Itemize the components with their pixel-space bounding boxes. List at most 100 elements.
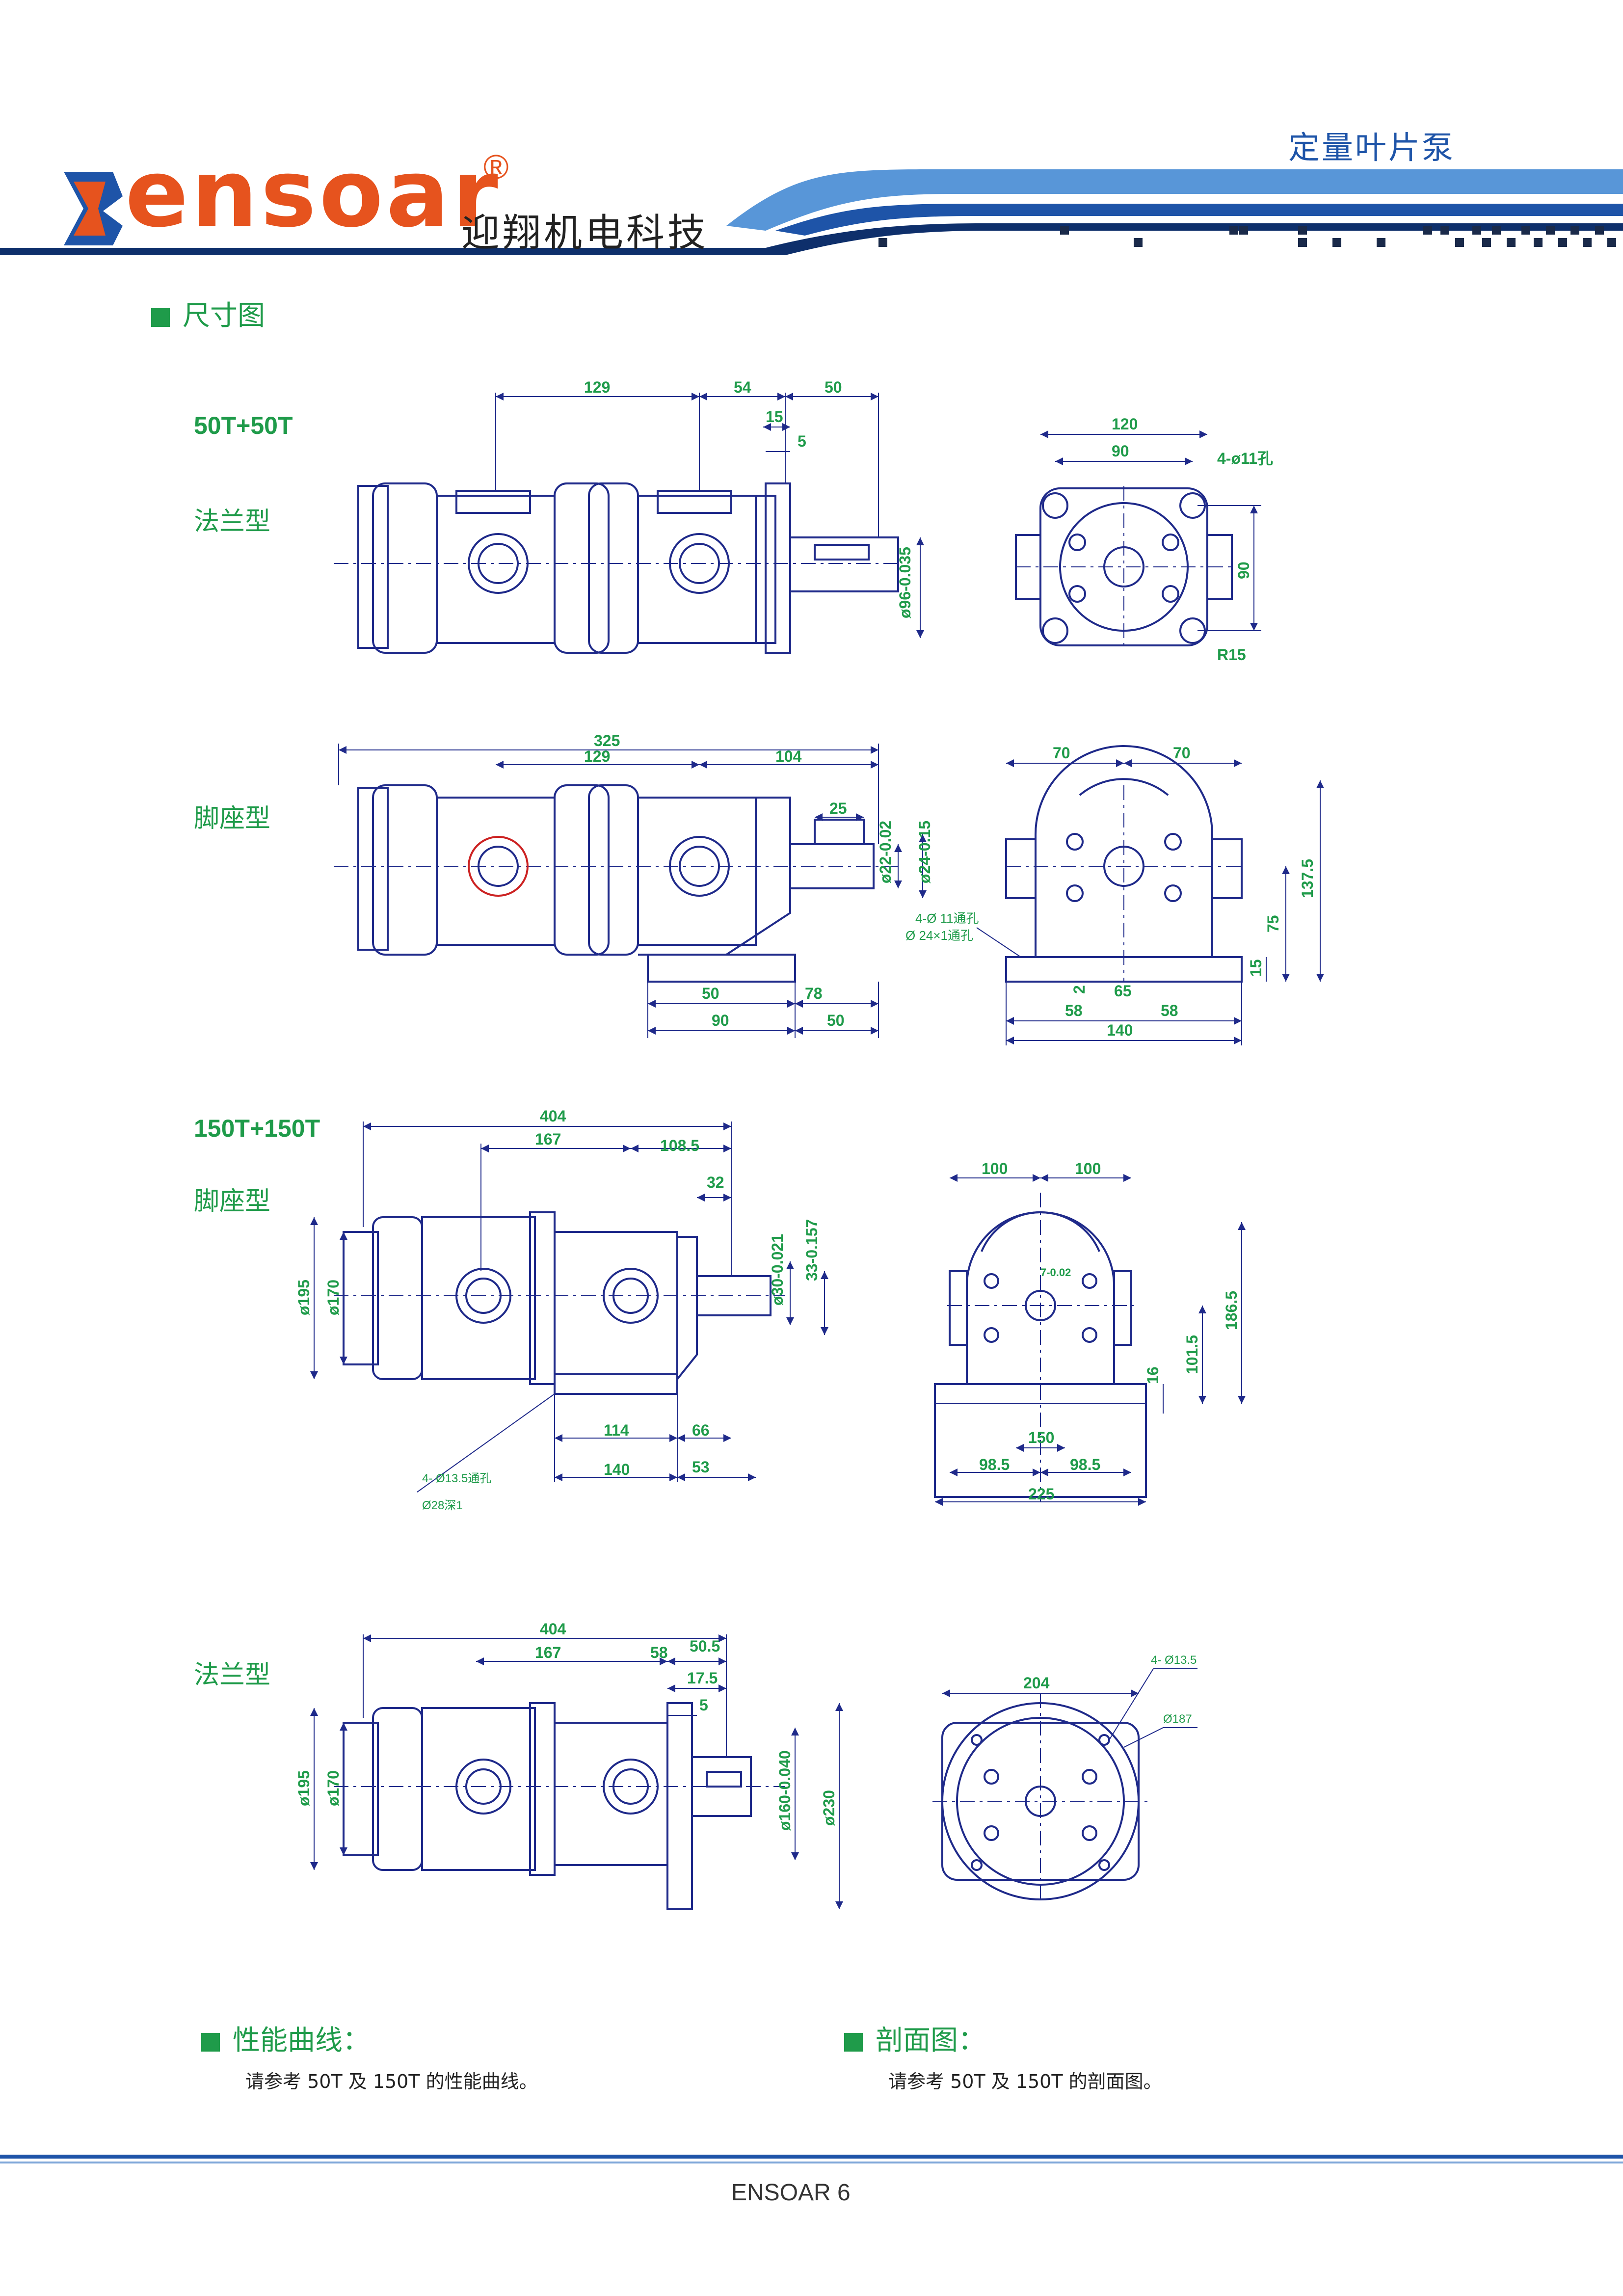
dim-label: 140 — [1107, 1021, 1133, 1039]
model-label-150t: 150T+150T — [194, 1115, 320, 1142]
dim-label: 78 — [805, 985, 823, 1002]
dim-label: 167 — [535, 1130, 561, 1148]
registered-mark: ® — [483, 148, 509, 186]
dim-label: Ø28深1 — [422, 1499, 463, 1512]
dim-label: 70 — [1173, 744, 1191, 762]
dim-label: 114 — [604, 1421, 629, 1439]
drawing-150t-flange-side — [310, 1634, 843, 1910]
dim-label: 404 — [540, 1620, 566, 1638]
dim-label: 16 — [1144, 1366, 1162, 1384]
dim-label: 129 — [584, 748, 610, 765]
dim-label: 90 — [712, 1012, 729, 1029]
dim-label: ø22-0.02 — [877, 821, 894, 883]
section-view-title: 剖面图： — [844, 2018, 985, 2058]
dim-label: 225 — [1028, 1485, 1054, 1503]
dim-label: ø195 — [295, 1280, 313, 1315]
dim-label: ø195 — [295, 1770, 313, 1806]
dim-label: 17.5 — [687, 1669, 718, 1687]
dim-label: ø170 — [324, 1770, 342, 1806]
dim-label: 32 — [707, 1174, 724, 1191]
dim-label: 98.5 — [979, 1456, 1010, 1473]
dim-label: 120 — [1112, 415, 1138, 433]
type-label-flange-150t: 法兰型 — [194, 1660, 271, 1690]
drawing-50t-foot-front — [976, 745, 1324, 1045]
dim-label: 58 — [650, 1644, 668, 1661]
dim-label: 53 — [692, 1458, 710, 1476]
dim-label: 70 — [1053, 744, 1070, 762]
dim-label: 140 — [604, 1461, 630, 1478]
dim-label: 150 — [1028, 1429, 1054, 1446]
dim-label: ø170 — [324, 1280, 342, 1315]
dim-label: ø160-0.040 — [776, 1750, 794, 1831]
brand-chinese-name: 迎翔机电科技 — [461, 211, 709, 255]
drawing-50t-foot-side — [334, 744, 927, 1038]
dim-label: 33-0.157 — [803, 1219, 821, 1281]
dim-label: 25 — [829, 800, 847, 817]
dim-label: 15 — [766, 408, 783, 426]
dim-label: 404 — [540, 1107, 566, 1125]
dim-label: 50.5 — [690, 1637, 720, 1655]
logo-icon — [64, 172, 123, 245]
section-view-note: 请参考 50T 及 150T 的剖面图。 — [888, 2071, 1162, 2092]
type-label-foot-50t: 脚座型 — [194, 804, 271, 833]
type-label-flange-50t: 法兰型 — [194, 507, 271, 536]
dim-label: 167 — [535, 1644, 561, 1661]
dim-label: 50 — [827, 1012, 845, 1029]
dim-label: 104 — [775, 748, 802, 765]
dim-label: 65 — [1114, 982, 1132, 1000]
dim-label: 108.5 — [660, 1137, 699, 1154]
dim-label: 50 — [702, 985, 719, 1002]
dim-label: 90 — [1235, 561, 1252, 579]
dim-label: 4- Ø13.5通孔 — [422, 1472, 491, 1485]
dim-label: 90 — [1112, 442, 1129, 460]
dim-label: 50 — [825, 378, 842, 396]
model-label-50t: 50T+50T — [194, 412, 293, 439]
dim-label: R15 — [1217, 646, 1246, 664]
performance-title: 性能曲线： — [201, 2018, 370, 2058]
product-title: 定量叶片泵 — [1288, 130, 1455, 166]
dim-label: 2 — [1070, 985, 1088, 994]
drawing-50t-flange-front — [1015, 430, 1261, 650]
section-title: 尺寸图 — [151, 294, 265, 333]
dim-label: 5 — [798, 432, 806, 450]
performance-note: 请参考 50T 及 150T 的性能曲线。 — [245, 2071, 538, 2092]
square-bullet-icon — [844, 2032, 863, 2052]
drawing-150t-foot-side — [310, 1121, 828, 1493]
dim-label: 58 — [1161, 1002, 1178, 1019]
dim-label: Ø187 — [1163, 1712, 1192, 1726]
dim-label: ø24-0.15 — [916, 821, 933, 883]
dim-label: 54 — [734, 378, 751, 396]
drawing-50t-flange-side — [334, 393, 924, 654]
dim-label: 66 — [692, 1421, 710, 1439]
dim-label: 15 — [1247, 959, 1265, 977]
dim-label: 4-ø11孔 — [1217, 450, 1273, 467]
dim-label: 75 — [1264, 915, 1282, 933]
header-banner — [0, 169, 1623, 255]
dim-label: ø230 — [820, 1790, 838, 1826]
square-bullet-icon — [151, 308, 170, 327]
dim-label: 7-0.02 — [1040, 1266, 1071, 1279]
type-label-foot-150t: 脚座型 — [194, 1187, 271, 1216]
page-footer: ENSOAR 6 — [731, 2180, 851, 2206]
dim-label: 204 — [1023, 1674, 1050, 1692]
dim-label: 58 — [1065, 1002, 1083, 1019]
dim-label: Ø 24×1通孔 — [905, 928, 973, 943]
dim-label: 98.5 — [1070, 1456, 1100, 1473]
dim-label: 325 — [594, 732, 620, 749]
dim-label: 137.5 — [1299, 859, 1316, 898]
drawing-150t-flange-front — [932, 1668, 1197, 1904]
footer-rule — [0, 2155, 1623, 2159]
dim-label: 4-Ø 11通孔 — [915, 911, 979, 926]
square-bullet-icon — [201, 2032, 220, 2052]
drawing-150t-foot-front — [934, 1174, 1246, 1506]
dim-label: 186.5 — [1223, 1291, 1240, 1330]
dim-label: 100 — [1075, 1160, 1101, 1177]
dim-label: ø30-0.021 — [769, 1234, 786, 1306]
dim-label: 100 — [982, 1160, 1008, 1177]
dim-label: 5 — [699, 1696, 708, 1714]
dim-label: 4- Ø13.5 — [1151, 1654, 1197, 1667]
dim-label: 101.5 — [1183, 1335, 1201, 1374]
dim-label: 129 — [584, 378, 610, 396]
dim-label: ø96-0.035 — [896, 547, 914, 618]
